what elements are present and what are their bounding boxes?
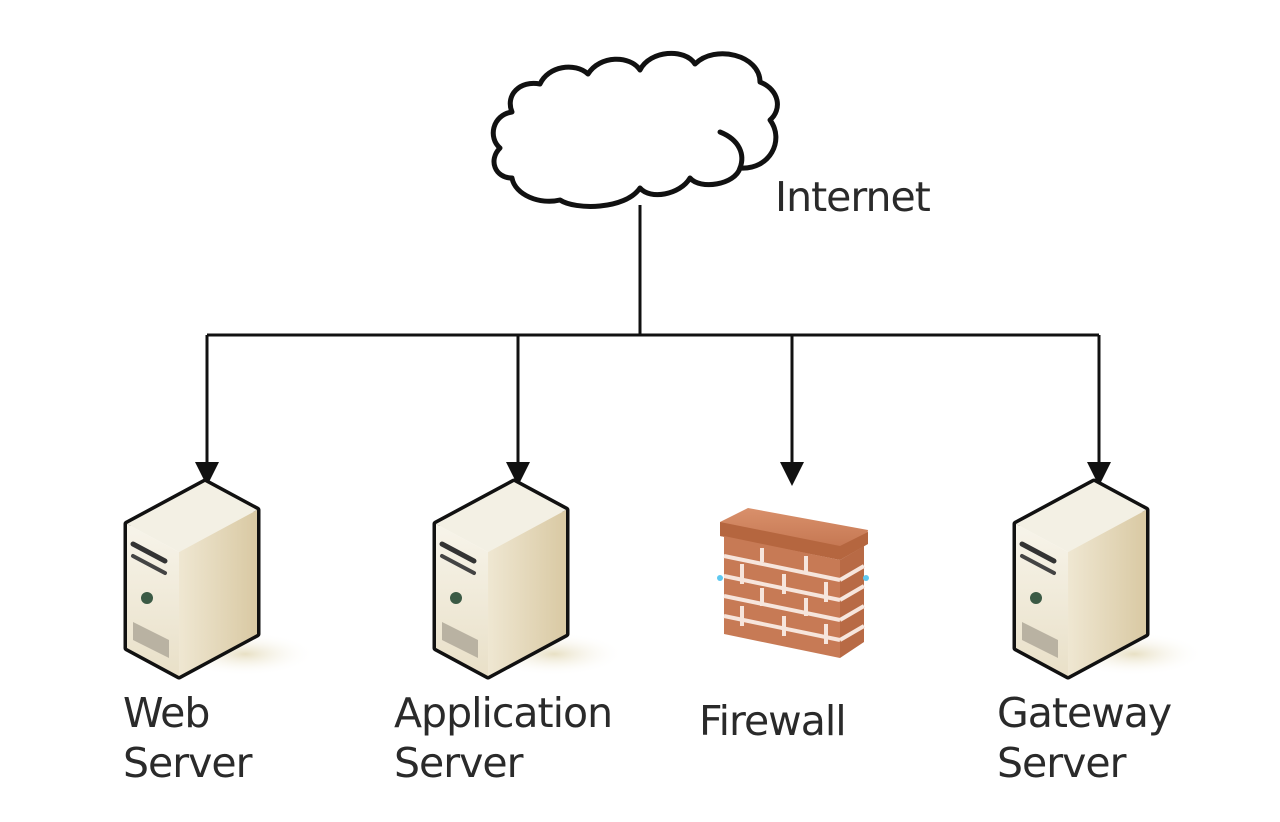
web-server-label-line-2: Server [123, 739, 252, 787]
application-server-label-line-2: Server [394, 739, 523, 787]
firewall-label: Firewall [699, 696, 847, 746]
internet-cloud-icon [490, 50, 780, 209]
web-server-label: Web Server [123, 688, 252, 788]
arrow-application-server [506, 462, 530, 486]
web-server-label-line-1: Web [123, 689, 210, 737]
application-server-label: Application Server [394, 688, 613, 788]
connections [195, 205, 1111, 486]
arrow-gateway-server [1087, 462, 1111, 486]
application-server-server-icon [432, 478, 624, 680]
web-server-server-icon [123, 478, 315, 680]
gateway-server-label-line-2: Server [997, 739, 1126, 787]
gateway-server-server-icon [1012, 478, 1204, 680]
gateway-server-label-line-1: Gateway [997, 689, 1172, 737]
gateway-server-label: Gateway Server [997, 688, 1172, 788]
firewall-icon [717, 508, 869, 658]
arrow-web-server [195, 462, 219, 486]
arrow-firewall [780, 462, 804, 486]
firewall-label-line-1: Firewall [699, 697, 847, 745]
application-server-label-line-1: Application [394, 689, 613, 737]
internet-label: Internet [775, 173, 931, 221]
